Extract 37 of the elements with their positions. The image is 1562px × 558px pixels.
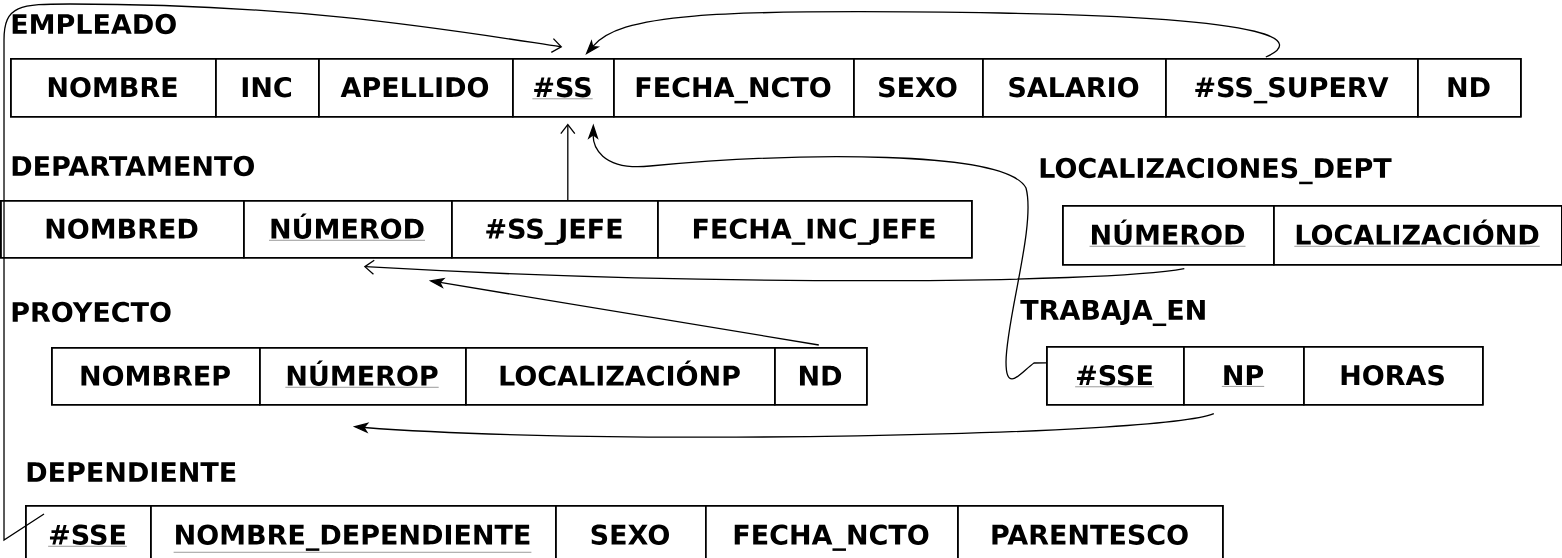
arrow [585,10,1281,58]
arrow [363,259,1185,282]
node-label: PROYECTO [12,301,171,323]
table-cell: NOMBREP [51,347,261,406]
node-label: DEPARTAMENTO [12,155,254,177]
table-cell: #SS_JEFE [451,200,659,259]
table-cell: NP [1183,346,1305,406]
table-cell: NOMBRE_DEPENDIENTE [150,505,557,558]
table-cell: LOCALIZACIÓND [1273,205,1562,266]
table-cell: #SSE [25,505,152,558]
node-label: TRABAJA_EN [1020,299,1205,327]
table-cell: FECHA_INC_JEFE [657,200,973,259]
table-cell: NÚMEROP [259,347,467,406]
table-cell: #SS_SUPERV [1165,58,1419,118]
table-cell: #SSE [1046,346,1185,406]
table-cell: ND [774,347,868,406]
table-cell: LOCALIZACIÓNP [465,347,776,406]
table-cell: SEXO [555,505,707,558]
table-cell: APELLIDO [318,58,514,118]
table-cell: PARENTESCO [957,505,1224,558]
table-cell: SEXO [853,58,984,118]
table-cell: #SS [512,58,615,118]
node-label: DEPENDIENTE [27,462,236,482]
arrow [3,3,563,541]
table-cell: SALARIO [982,58,1167,118]
node-label: LOCALIZACIONES_DEPT [1040,157,1392,185]
table-cell: NÚMEROD [1062,205,1275,266]
table-cell: NOMBRE [10,58,217,118]
table-cell: NÚMEROD [243,200,453,259]
table-cell: FECHA_NCTO [705,505,959,558]
node-label: EMPLEADO [12,13,176,35]
table-cell: INC [215,58,320,118]
table-cell: ND [1417,58,1522,118]
arrow [560,123,576,201]
table-cell: FECHA_NCTO [613,58,855,118]
table-cell: HORAS [1303,346,1484,406]
table-cell: NOMBRED [0,200,245,259]
